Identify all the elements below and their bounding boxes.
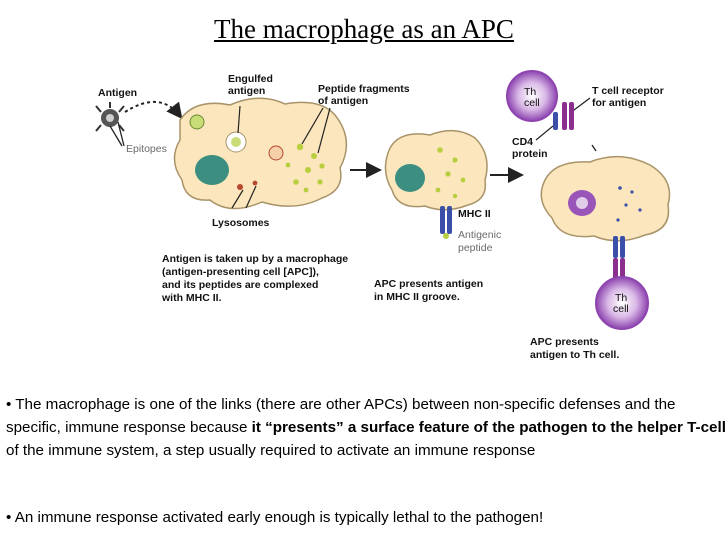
- page-title: The macrophage as an APC: [0, 14, 728, 45]
- engulfed-antigen-vesicle: [225, 131, 247, 153]
- paragraph-2: • An immune response activated early eno…: [6, 509, 544, 526]
- lysosomes: [237, 145, 284, 190]
- entering-antigen: [189, 114, 205, 130]
- mhc-ii-label-1: MHC II: [458, 208, 491, 220]
- caption-step-3: APC presents antigen to Th cell.: [530, 336, 619, 361]
- antigen-particle: [95, 102, 125, 132]
- caption-step-1: Antigen is taken up by a macrophage (ant…: [161, 253, 351, 304]
- peptide-fragments-2: [435, 147, 466, 199]
- lysosomes-label: Lysosomes: [212, 217, 270, 229]
- caption-step-2: APC presents antigen in MHC II groove.: [374, 278, 486, 303]
- th-cell-bottom: [595, 276, 649, 330]
- small-arrow: [591, 144, 597, 152]
- cd4-protein-top: [553, 112, 558, 130]
- peptide-fragments-3: [616, 186, 642, 222]
- macrophage-nucleus-1: [195, 155, 229, 185]
- page-title-text: The macrophage as an APC: [214, 14, 514, 44]
- epitopes-label: Epitopes: [126, 143, 167, 155]
- th-cell-top: [506, 70, 558, 122]
- epitope-lines: [109, 121, 125, 147]
- antigen-label: Antigen: [98, 87, 137, 99]
- macrophage-cell-3: [540, 156, 671, 242]
- mhc-tcr-complex: [613, 236, 625, 280]
- t-cell-receptor-top: [562, 102, 574, 130]
- mhc-ii-molecule-1: [440, 206, 452, 239]
- macrophage-nucleus-2: [395, 164, 425, 192]
- paragraph-1: • The macrophage is one of the links (th…: [6, 396, 726, 459]
- uptake-arrow: [124, 100, 183, 120]
- macrophage-cell-1: [173, 97, 348, 210]
- peptide-fragments-1: [285, 143, 325, 193]
